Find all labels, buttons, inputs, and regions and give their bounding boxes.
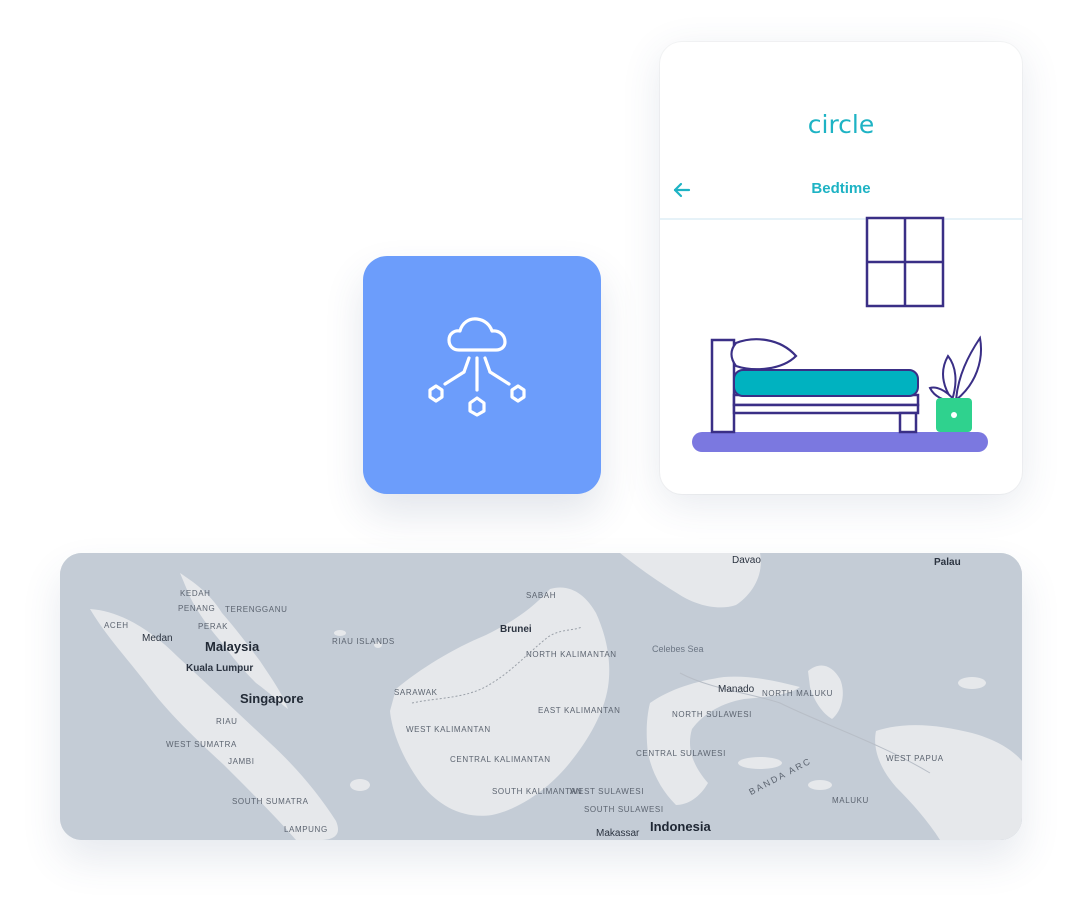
map-label-aceh: ACEH xyxy=(104,621,129,630)
map-label-terengganu: TERENGGANU xyxy=(225,605,288,614)
map-label-indonesia: Indonesia xyxy=(650,819,711,834)
map-label-north-kalimantan-1: NORTH KALIMANTAN xyxy=(526,650,617,659)
map-label-sabah: SABAH xyxy=(526,591,557,600)
map-label-east-kalimantan: EAST KALIMANTAN xyxy=(538,706,621,715)
map-label-makassar: Makassar xyxy=(596,828,640,839)
map-label-riau: RIAU xyxy=(216,717,238,726)
cloud-network-icon xyxy=(428,317,526,417)
page-title: Bedtime xyxy=(811,180,871,197)
map-label-maluku: MALUKU xyxy=(832,796,869,805)
map-label-west-sumatra: WEST SUMATRA xyxy=(166,740,237,749)
map-label-north-sulawesi: NORTH SULAWESI xyxy=(672,710,752,719)
map-label-riau-islands: RIAU ISLANDS xyxy=(332,637,395,646)
map-label-perak: PERAK xyxy=(198,622,229,631)
map-label-brunei: Brunei xyxy=(500,624,532,635)
floor-rug xyxy=(692,432,988,452)
map-label-manado: Manado xyxy=(718,684,755,695)
map-label-kedah: KEDAH xyxy=(180,589,211,598)
phone-screen-card: circle Bedtime xyxy=(660,42,1022,494)
map-label-north-maluku: NORTH MALUKU xyxy=(762,689,834,698)
map-label-kuala-lumpur: Kuala Lumpur xyxy=(186,663,254,674)
map-view[interactable]: Davao Palau KEDAH SABAH PENANG TERENGGAN… xyxy=(60,553,1022,840)
map-label-penang: PENANG xyxy=(178,604,216,613)
map-label-central-sulawesi: CENTRAL SULAWESI xyxy=(636,749,726,758)
map-label-jambi: JAMBI xyxy=(228,757,255,766)
map-label-central-kalimantan: CENTRAL KALIMANTAN xyxy=(450,755,551,764)
map-label-medan: Medan xyxy=(142,633,173,644)
map-label-south-sulawesi: SOUTH SULAWESI xyxy=(584,805,664,814)
map-label-west-papua: WEST PAPUA xyxy=(886,754,944,763)
map-label-south-sumatra: SOUTH SUMATRA xyxy=(232,797,309,806)
map-label-davao: Davao xyxy=(732,555,761,566)
map-label-celebes-sea: Celebes Sea xyxy=(652,644,704,654)
arrow-left-icon[interactable] xyxy=(670,178,694,202)
map-terrain xyxy=(60,553,1022,840)
map-label-south-kalimantan: SOUTH KALIMANTAN xyxy=(492,787,583,796)
plant-icon xyxy=(928,335,982,432)
bed-icon xyxy=(710,338,920,434)
map-label-palau: Palau xyxy=(934,557,961,568)
map-label-lampung: LAMPUNG xyxy=(284,825,328,834)
phone-header: Bedtime xyxy=(660,164,1022,220)
map-label-west-sulawesi: WEST SULAWESI xyxy=(570,787,645,796)
bedtime-illustration xyxy=(692,216,988,452)
map-label-malaysia: Malaysia xyxy=(205,639,260,654)
map-label-west-kalimantan: WEST KALIMANTAN xyxy=(406,725,491,734)
circle-logo: circle xyxy=(807,110,875,139)
map-label-singapore: Singapore xyxy=(240,691,304,706)
map-label-sarawak: SARAWAK xyxy=(394,688,438,697)
window-moon-icon xyxy=(865,216,945,308)
cloud-network-tile xyxy=(363,256,601,494)
